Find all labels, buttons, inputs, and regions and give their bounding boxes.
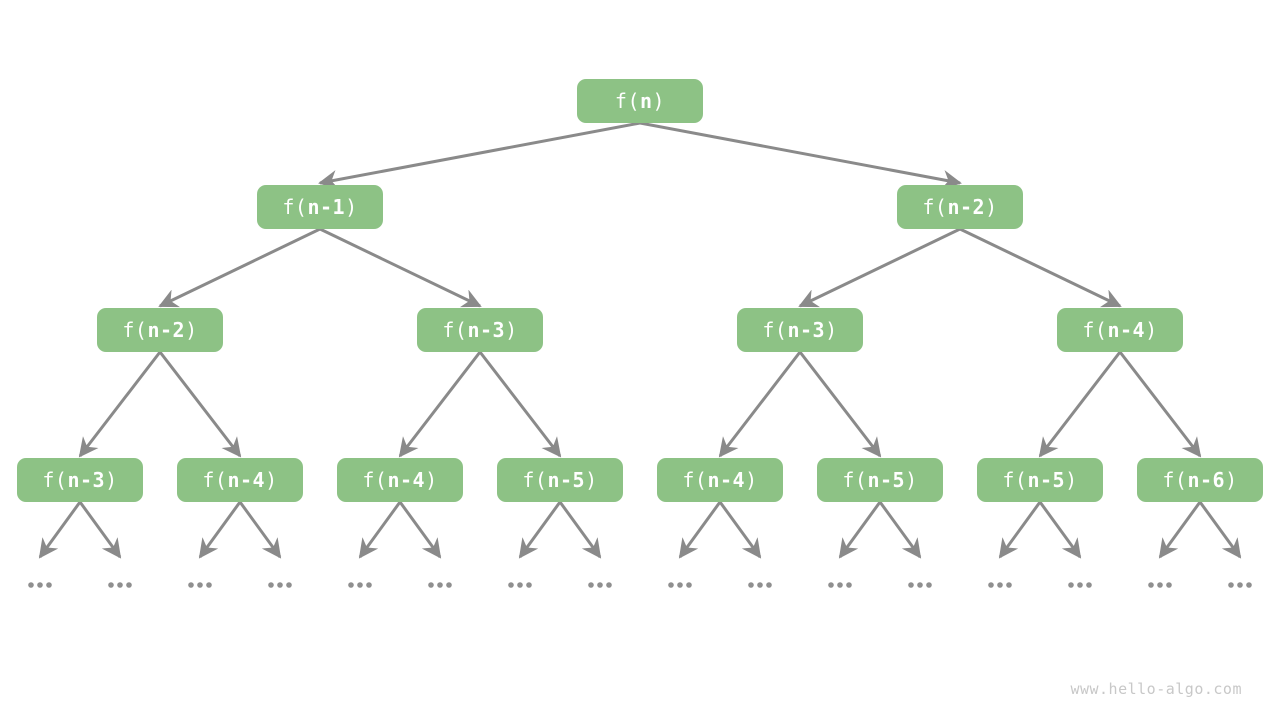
ellipsis-dots [588, 582, 612, 588]
leaf-edge-arrow [998, 501, 1042, 559]
ellipsis-dots [268, 582, 292, 588]
tree-node: f(n-3) [417, 308, 543, 352]
ellipsis-dots [1228, 582, 1252, 588]
ellipsis-dots [428, 582, 452, 588]
leaf-edge-arrow [1038, 501, 1082, 559]
edge-arrow [478, 351, 562, 458]
edge-arrow [78, 351, 162, 458]
leaf-edge-arrow [1158, 501, 1202, 559]
node-label-argument: n-3 [467, 318, 506, 342]
leaf-edge-arrow [558, 501, 602, 559]
tree-node: f(n-5) [497, 458, 623, 502]
edge-arrow [798, 227, 961, 308]
leaf-edge-arrow [38, 501, 82, 559]
ellipsis-dots [1068, 582, 1092, 588]
ellipsis-dots [28, 582, 52, 588]
ellipsis-dots [668, 582, 692, 588]
tree-node: f(n-3) [737, 308, 863, 352]
ellipsis-dots [188, 582, 212, 588]
edge-arrow [639, 121, 962, 190]
tree-node: f(n-6) [1137, 458, 1263, 502]
node-label-argument: n-5 [547, 468, 586, 492]
node-label-argument: n-3 [787, 318, 826, 342]
edge-arrow [1038, 351, 1122, 458]
node-label-argument: n [640, 89, 653, 113]
ellipsis-dots [828, 582, 852, 588]
node-label-argument: n-1 [307, 195, 346, 219]
node-label-argument: n-5 [867, 468, 906, 492]
leaf-edge-arrow [718, 501, 762, 559]
edge-arrow [718, 351, 802, 458]
ellipsis-dots [348, 582, 372, 588]
tree-node: f(n-2) [97, 308, 223, 352]
tree-node: f(n-4) [657, 458, 783, 502]
tree-node: f(n-2) [897, 185, 1023, 229]
leaf-edge-arrow [838, 501, 882, 559]
edge-arrow [959, 227, 1122, 308]
ellipsis-dots [988, 582, 1012, 588]
leaf-edge-arrow [198, 501, 242, 559]
edge-arrow [319, 227, 482, 308]
node-label-argument: n-4 [707, 468, 746, 492]
edge-arrow [398, 351, 482, 458]
node-label-argument: n-5 [1027, 468, 1066, 492]
edge-arrow [318, 121, 641, 190]
ellipsis-dots [748, 582, 772, 588]
watermark: www.hello-algo.com [1070, 680, 1242, 698]
tree-node: f(n-1) [257, 185, 383, 229]
leaf-edge-arrow [398, 501, 442, 559]
ellipsis-dots [1148, 582, 1172, 588]
node-label-argument: n-2 [147, 318, 186, 342]
node-label-argument: n-4 [227, 468, 266, 492]
leaf-edge-arrow [518, 501, 562, 559]
node-label-argument: n-4 [1107, 318, 1146, 342]
tree-node: f(n-3) [17, 458, 143, 502]
ellipsis-dots [908, 582, 932, 588]
leaf-edge-arrow [678, 501, 722, 559]
leaf-edge-arrow [78, 501, 122, 559]
edge-arrow [158, 227, 321, 308]
node-label-argument: n-2 [947, 195, 986, 219]
tree-node: f(n-4) [177, 458, 303, 502]
leaf-edge-arrow [358, 501, 402, 559]
leaf-edge-arrow [1198, 501, 1242, 559]
node-label-argument: n-3 [67, 468, 106, 492]
ellipsis-dots [508, 582, 532, 588]
leaf-edge-arrow [878, 501, 922, 559]
tree-node: f(n-5) [817, 458, 943, 502]
edge-arrow [798, 351, 882, 458]
tree-node: f(n) [577, 79, 703, 123]
tree-node: f(n-4) [337, 458, 463, 502]
node-label-argument: n-6 [1187, 468, 1226, 492]
edge-arrow [158, 351, 242, 458]
edge-arrow [1118, 351, 1202, 458]
tree-node: f(n-4) [1057, 308, 1183, 352]
leaf-edge-arrow [238, 501, 282, 559]
ellipsis-dots [108, 582, 132, 588]
tree-node: f(n-5) [977, 458, 1103, 502]
node-label-argument: n-4 [387, 468, 426, 492]
